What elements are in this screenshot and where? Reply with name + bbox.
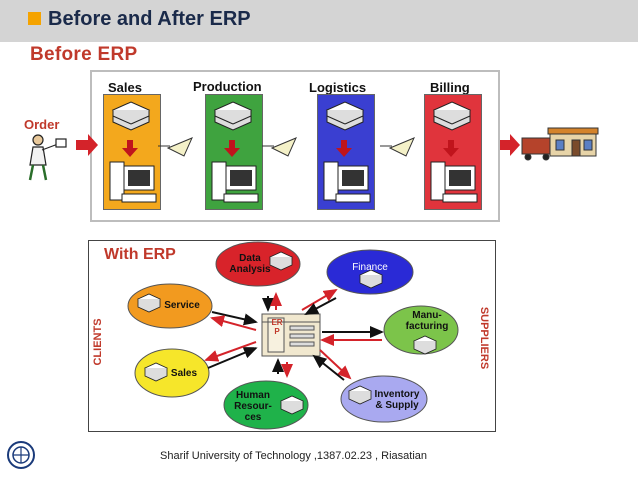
before-erp-heading: Before ERP [30, 44, 138, 65]
with-erp-heading: With ERP [104, 246, 176, 263]
erp-server-icon [261, 313, 321, 357]
title-bar [0, 0, 638, 42]
stage-label-billing: Billing [430, 80, 470, 95]
sales-module-label: Sales [170, 368, 198, 379]
title-bullet [28, 12, 41, 25]
erp-center-label: ERP [271, 318, 283, 336]
stage-label-logistics: Logistics [309, 80, 367, 95]
university-logo-icon [7, 441, 35, 469]
module-paper-stack-icon [137, 251, 437, 415]
inventory-supply-label: Inventory & Supply [374, 389, 420, 411]
paper-stack-icon [111, 101, 472, 131]
data-analysis-label: Data Analysis [229, 253, 271, 275]
manufacturing-node [383, 305, 459, 355]
person-icon [28, 134, 67, 181]
before-erp-illustration [28, 101, 599, 203]
suppliers-label: SUPPLIERS [478, 306, 490, 370]
store-icon [521, 127, 599, 161]
exit-arrow-icon [500, 134, 520, 156]
page-title: Before and After ERP [48, 8, 251, 30]
computer-icon [109, 161, 478, 203]
order-label: Order [24, 117, 60, 132]
human-resources-node [223, 380, 309, 430]
entry-arrow-icon [76, 134, 98, 156]
down-arrow-icon [122, 140, 459, 157]
stage-label-production: Production [193, 79, 262, 94]
stage-label-sales: Sales [108, 80, 142, 95]
footer-text: Sharif University of Technology ,1387.02… [160, 450, 428, 462]
sales-node [134, 348, 210, 398]
human-resources-label: Human Resour- ces [234, 390, 272, 423]
finance-label: Finance [352, 262, 388, 273]
connection-arrows [204, 288, 384, 381]
paper-plane-icon [158, 137, 415, 157]
service-label: Service [164, 300, 200, 311]
manufacturing-label: Manu- facturing [405, 310, 449, 332]
clients-label: CLIENTS [92, 318, 104, 366]
